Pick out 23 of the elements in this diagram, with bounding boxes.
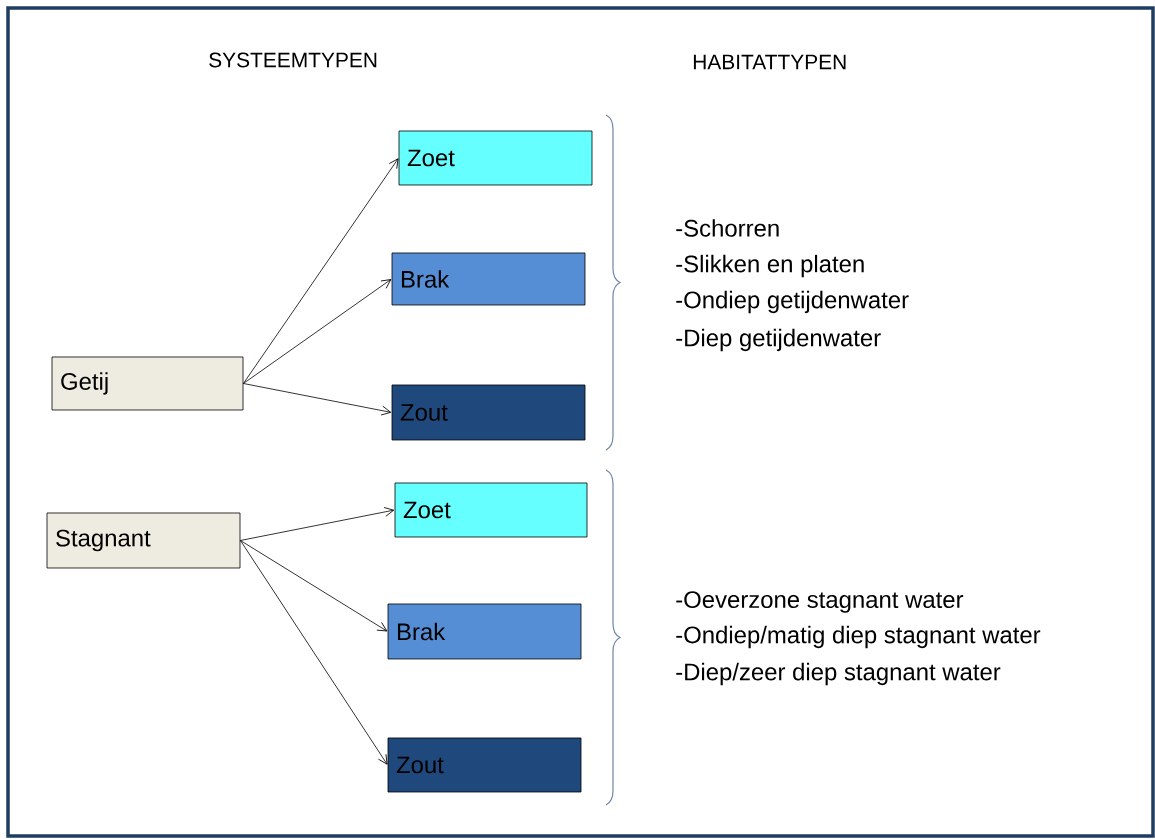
arrow: [243, 383, 392, 416]
habitat-item: -Slikken en platen: [676, 254, 864, 278]
arrow: [240, 540, 388, 765]
arrow: [240, 507, 395, 541]
habitat-item: -Diep/zeer diep stagnant water: [676, 662, 1001, 686]
column-heading: SYSTEEMTYPEN: [209, 52, 377, 68]
habitat-item: -Schorren: [676, 219, 779, 237]
arrow: [243, 158, 399, 384]
category-box: Stagnant: [46, 512, 241, 569]
habitat-item: -Oeverzone stagnant water: [676, 591, 964, 613]
habitat-item: -Ondiep/matig diep stagnant water: [676, 625, 1041, 649]
habitat-item: -Diep getijdenwater: [676, 328, 881, 352]
type-box: Zoet: [398, 130, 593, 186]
type-box: Brak: [391, 252, 586, 306]
type-box: Zoet: [394, 482, 588, 538]
habitat-item: -Ondiep getijdenwater: [676, 290, 909, 314]
column-heading: HABITATTYPEN: [693, 54, 846, 70]
arrow: [240, 540, 388, 632]
type-box: Brak: [387, 603, 582, 660]
type-box: Zout: [387, 737, 582, 793]
category-box: Getij: [51, 356, 244, 411]
type-box: Zout: [391, 384, 586, 441]
arrow: [243, 279, 392, 384]
